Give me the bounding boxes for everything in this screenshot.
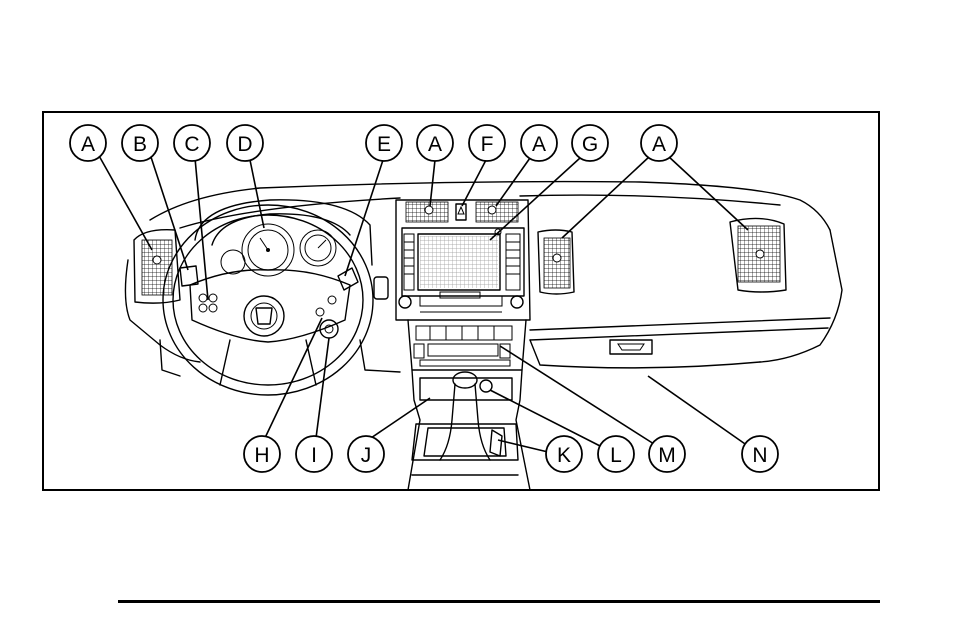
callout-letter: J	[361, 444, 372, 467]
callout-m: M	[649, 436, 685, 472]
callout-e: E	[366, 125, 402, 161]
callout-letter: A	[428, 133, 442, 156]
callout-d: D	[227, 125, 263, 161]
callout-letter: C	[184, 133, 199, 156]
leader-lines	[98, 154, 748, 452]
center-right-vent	[538, 230, 574, 294]
callout-a1: A	[70, 125, 106, 161]
dash-switch	[374, 277, 388, 299]
callout-a2: A	[417, 125, 453, 161]
callout-letter: K	[557, 444, 571, 467]
callout-letter: E	[377, 133, 391, 156]
instrument-cluster	[195, 200, 372, 276]
callout-l: L	[598, 436, 634, 472]
right-outer-vent	[730, 218, 786, 292]
callout-g: G	[572, 125, 608, 161]
callout-c: C	[174, 125, 210, 161]
footer-rule	[118, 600, 880, 603]
callout-k: K	[546, 436, 582, 472]
figure-frame	[43, 112, 879, 490]
steering-wheel	[163, 205, 373, 395]
callout-j: J	[348, 436, 384, 472]
callout-letter: I	[311, 444, 317, 467]
wiper-lever	[338, 268, 358, 290]
glove-box	[610, 340, 652, 354]
callout-i: I	[296, 436, 332, 472]
callout-letter: M	[658, 444, 676, 467]
callout-letter: A	[81, 133, 95, 156]
callout-letter: A	[652, 133, 666, 156]
climate-controls	[408, 320, 526, 370]
center-stack	[396, 200, 530, 320]
callout-h: H	[244, 436, 280, 472]
center-console	[408, 370, 530, 490]
callout-letter: D	[237, 133, 252, 156]
callout-letter: B	[133, 133, 147, 156]
callout-b: B	[122, 125, 158, 161]
callout-a4: A	[641, 125, 677, 161]
callout-n: N	[742, 436, 778, 472]
callout-letter: G	[582, 133, 598, 156]
callout-letter: F	[481, 133, 494, 156]
callout-a3: A	[521, 125, 557, 161]
callout-letter: N	[752, 444, 767, 467]
callout-letter: A	[532, 133, 546, 156]
callout-letter: H	[254, 444, 269, 467]
callout-letter: L	[610, 444, 622, 467]
callout-f: F	[469, 125, 505, 161]
